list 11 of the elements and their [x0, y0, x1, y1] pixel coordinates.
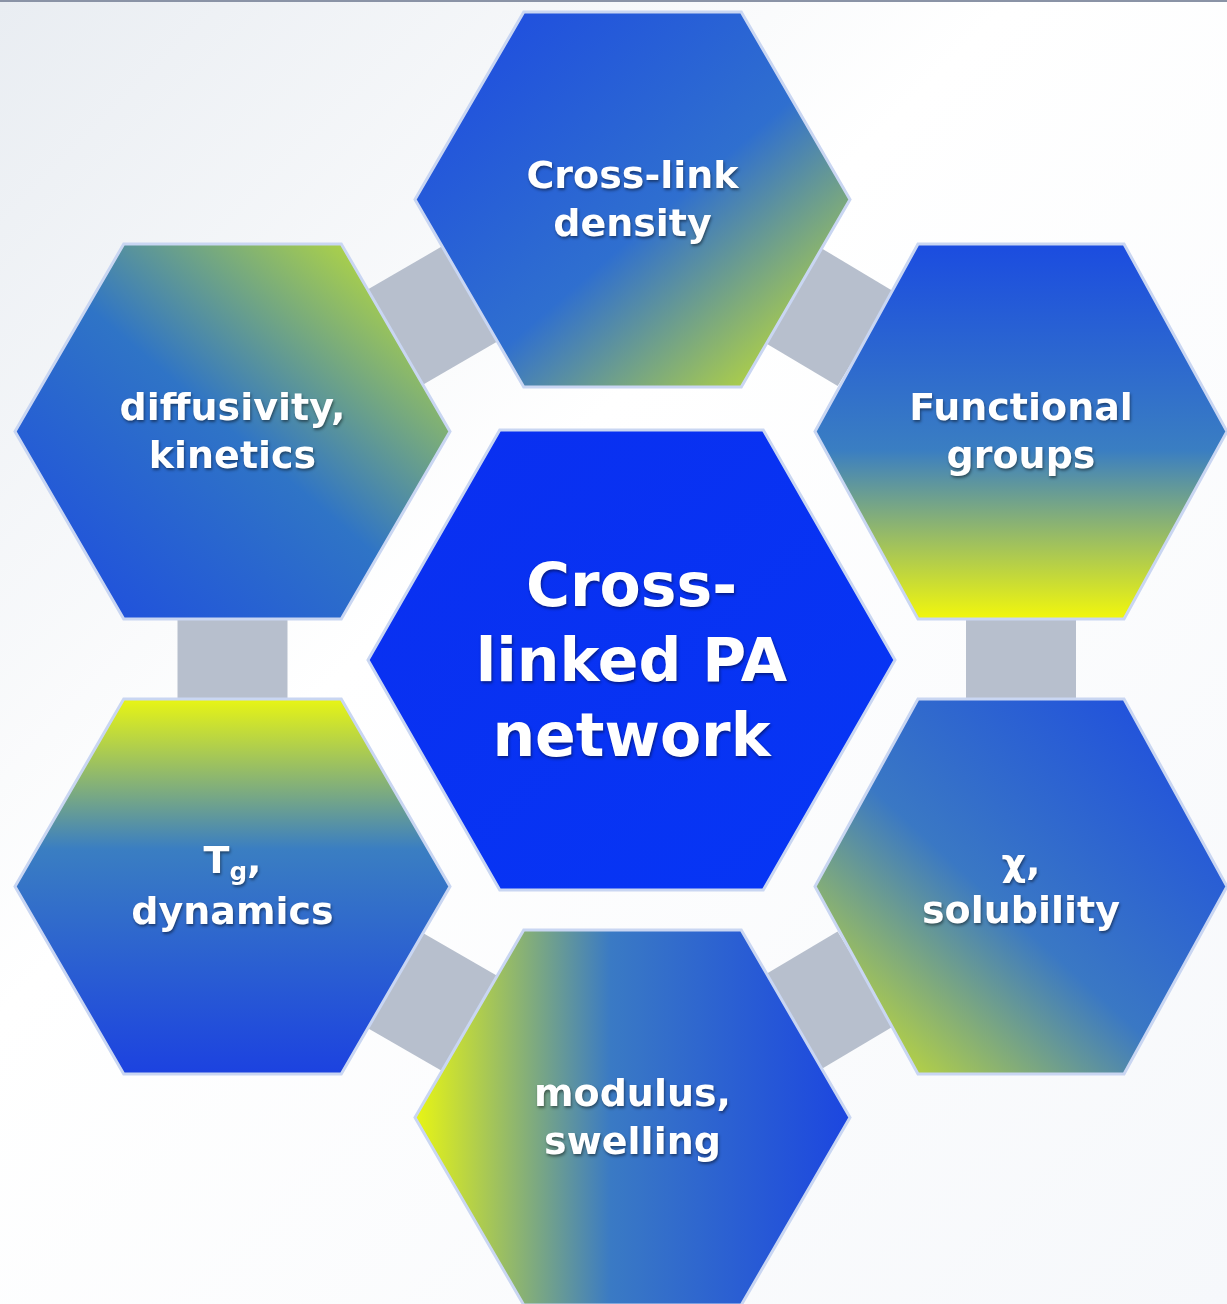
- node-label: Functional groups: [908, 384, 1134, 479]
- node-label: T$_{g}$, dynamics: [130, 837, 335, 936]
- node-label: χ, solubility: [921, 839, 1121, 934]
- node-label: diffusivity, kinetics: [118, 384, 347, 479]
- connector-band: [177, 619, 288, 699]
- node-label: Cross-linked PA network: [474, 548, 789, 772]
- node-label: Cross-link density: [525, 152, 740, 247]
- connector-band: [966, 619, 1076, 699]
- node-label: modulus, swelling: [532, 1070, 733, 1165]
- connector-band: [367, 933, 498, 1071]
- connector-band: [367, 246, 498, 385]
